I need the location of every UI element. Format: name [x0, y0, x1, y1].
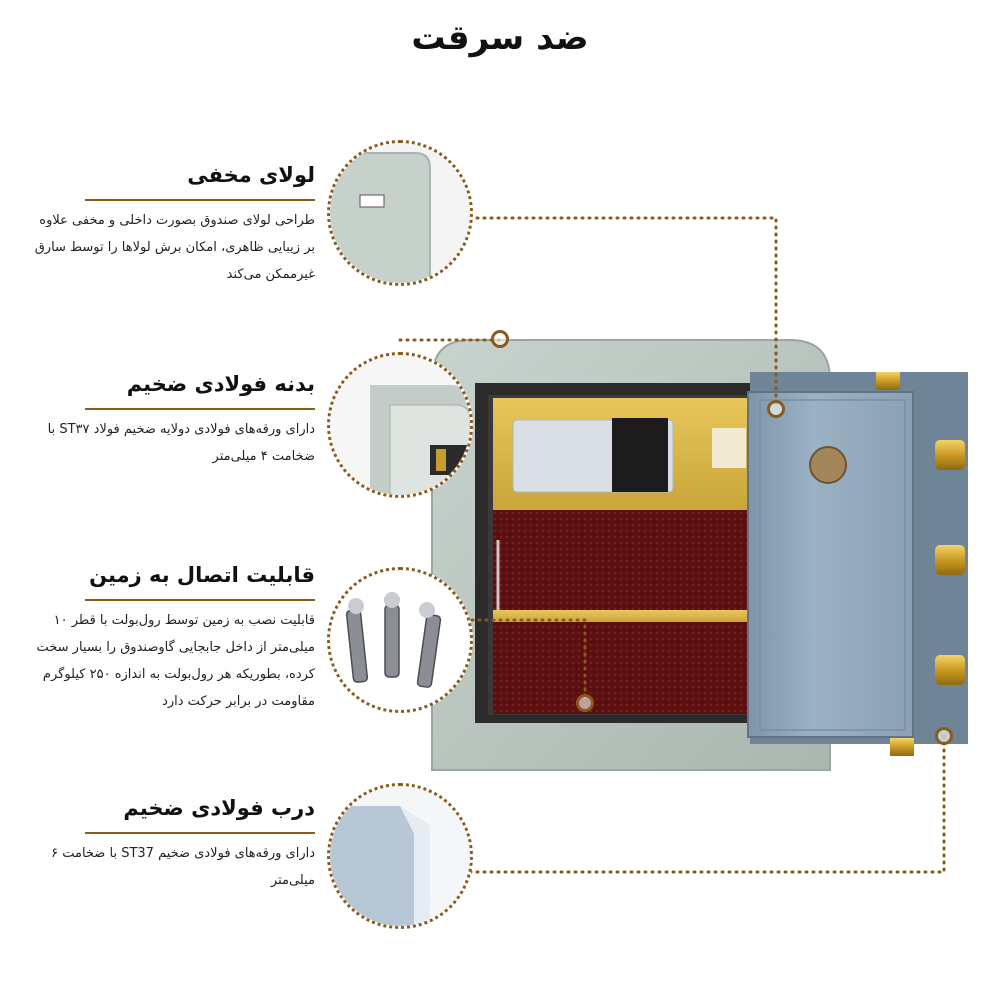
marker-ring: [491, 330, 509, 348]
feature-divider: [85, 832, 315, 834]
feature-floor-anchoring: قابلیت اتصال به زمین قابلیت نصب به زمین …: [30, 563, 315, 715]
marker-ring: [767, 400, 785, 418]
hinge-detail-image: [330, 143, 470, 283]
feature-thick-steel-door: درب فولادی ضخیم دارای ورقه‌های فولادی ضخ…: [30, 796, 315, 894]
feature-title: بدنه فولادی ضخیم: [126, 372, 315, 396]
marker-ring: [935, 727, 953, 745]
feature-description: طراحی لولای صندوق بصورت داخلی و مخفی علا…: [34, 213, 315, 282]
feature-description: قابلیت نصب به زمین توسط رول‌بولت با قطر …: [36, 613, 316, 709]
door-detail-image: [330, 786, 470, 926]
feature-thick-steel-body: بدنه فولادی ضخیم دارای ورقه‌های فولادی د…: [30, 372, 315, 470]
safe-body: [431, 339, 831, 771]
feature-hidden-hinge: لولای مخفی طراحی لولای صندوق بصورت داخلی…: [30, 163, 315, 288]
marker-ring: [576, 694, 594, 712]
feature-description: دارای ورقه‌های فولادی دولایه ضخیم فولاد …: [47, 422, 315, 464]
leader-lines: [398, 216, 946, 874]
hinge-detail-circle: [327, 140, 473, 286]
anchor-bolts-image: [330, 570, 470, 710]
feature-title: درب فولادی ضخیم: [123, 796, 315, 820]
feature-title: لولای مخفی: [187, 163, 315, 187]
door-detail-circle: [327, 783, 473, 929]
safe-door: [747, 372, 968, 756]
body-detail-circle: [327, 352, 473, 498]
anchor-bolts-circle: [327, 567, 473, 713]
body-detail-image: [330, 355, 470, 495]
feature-description: دارای ورقه‌های فولادی ضخیم ST37 با ضخامت…: [51, 846, 315, 888]
feature-divider: [85, 199, 315, 201]
feature-title: قابلیت اتصال به زمین: [89, 563, 315, 587]
page-title: ضد سرقت: [411, 18, 589, 58]
feature-divider: [85, 599, 315, 601]
feature-divider: [85, 408, 315, 410]
